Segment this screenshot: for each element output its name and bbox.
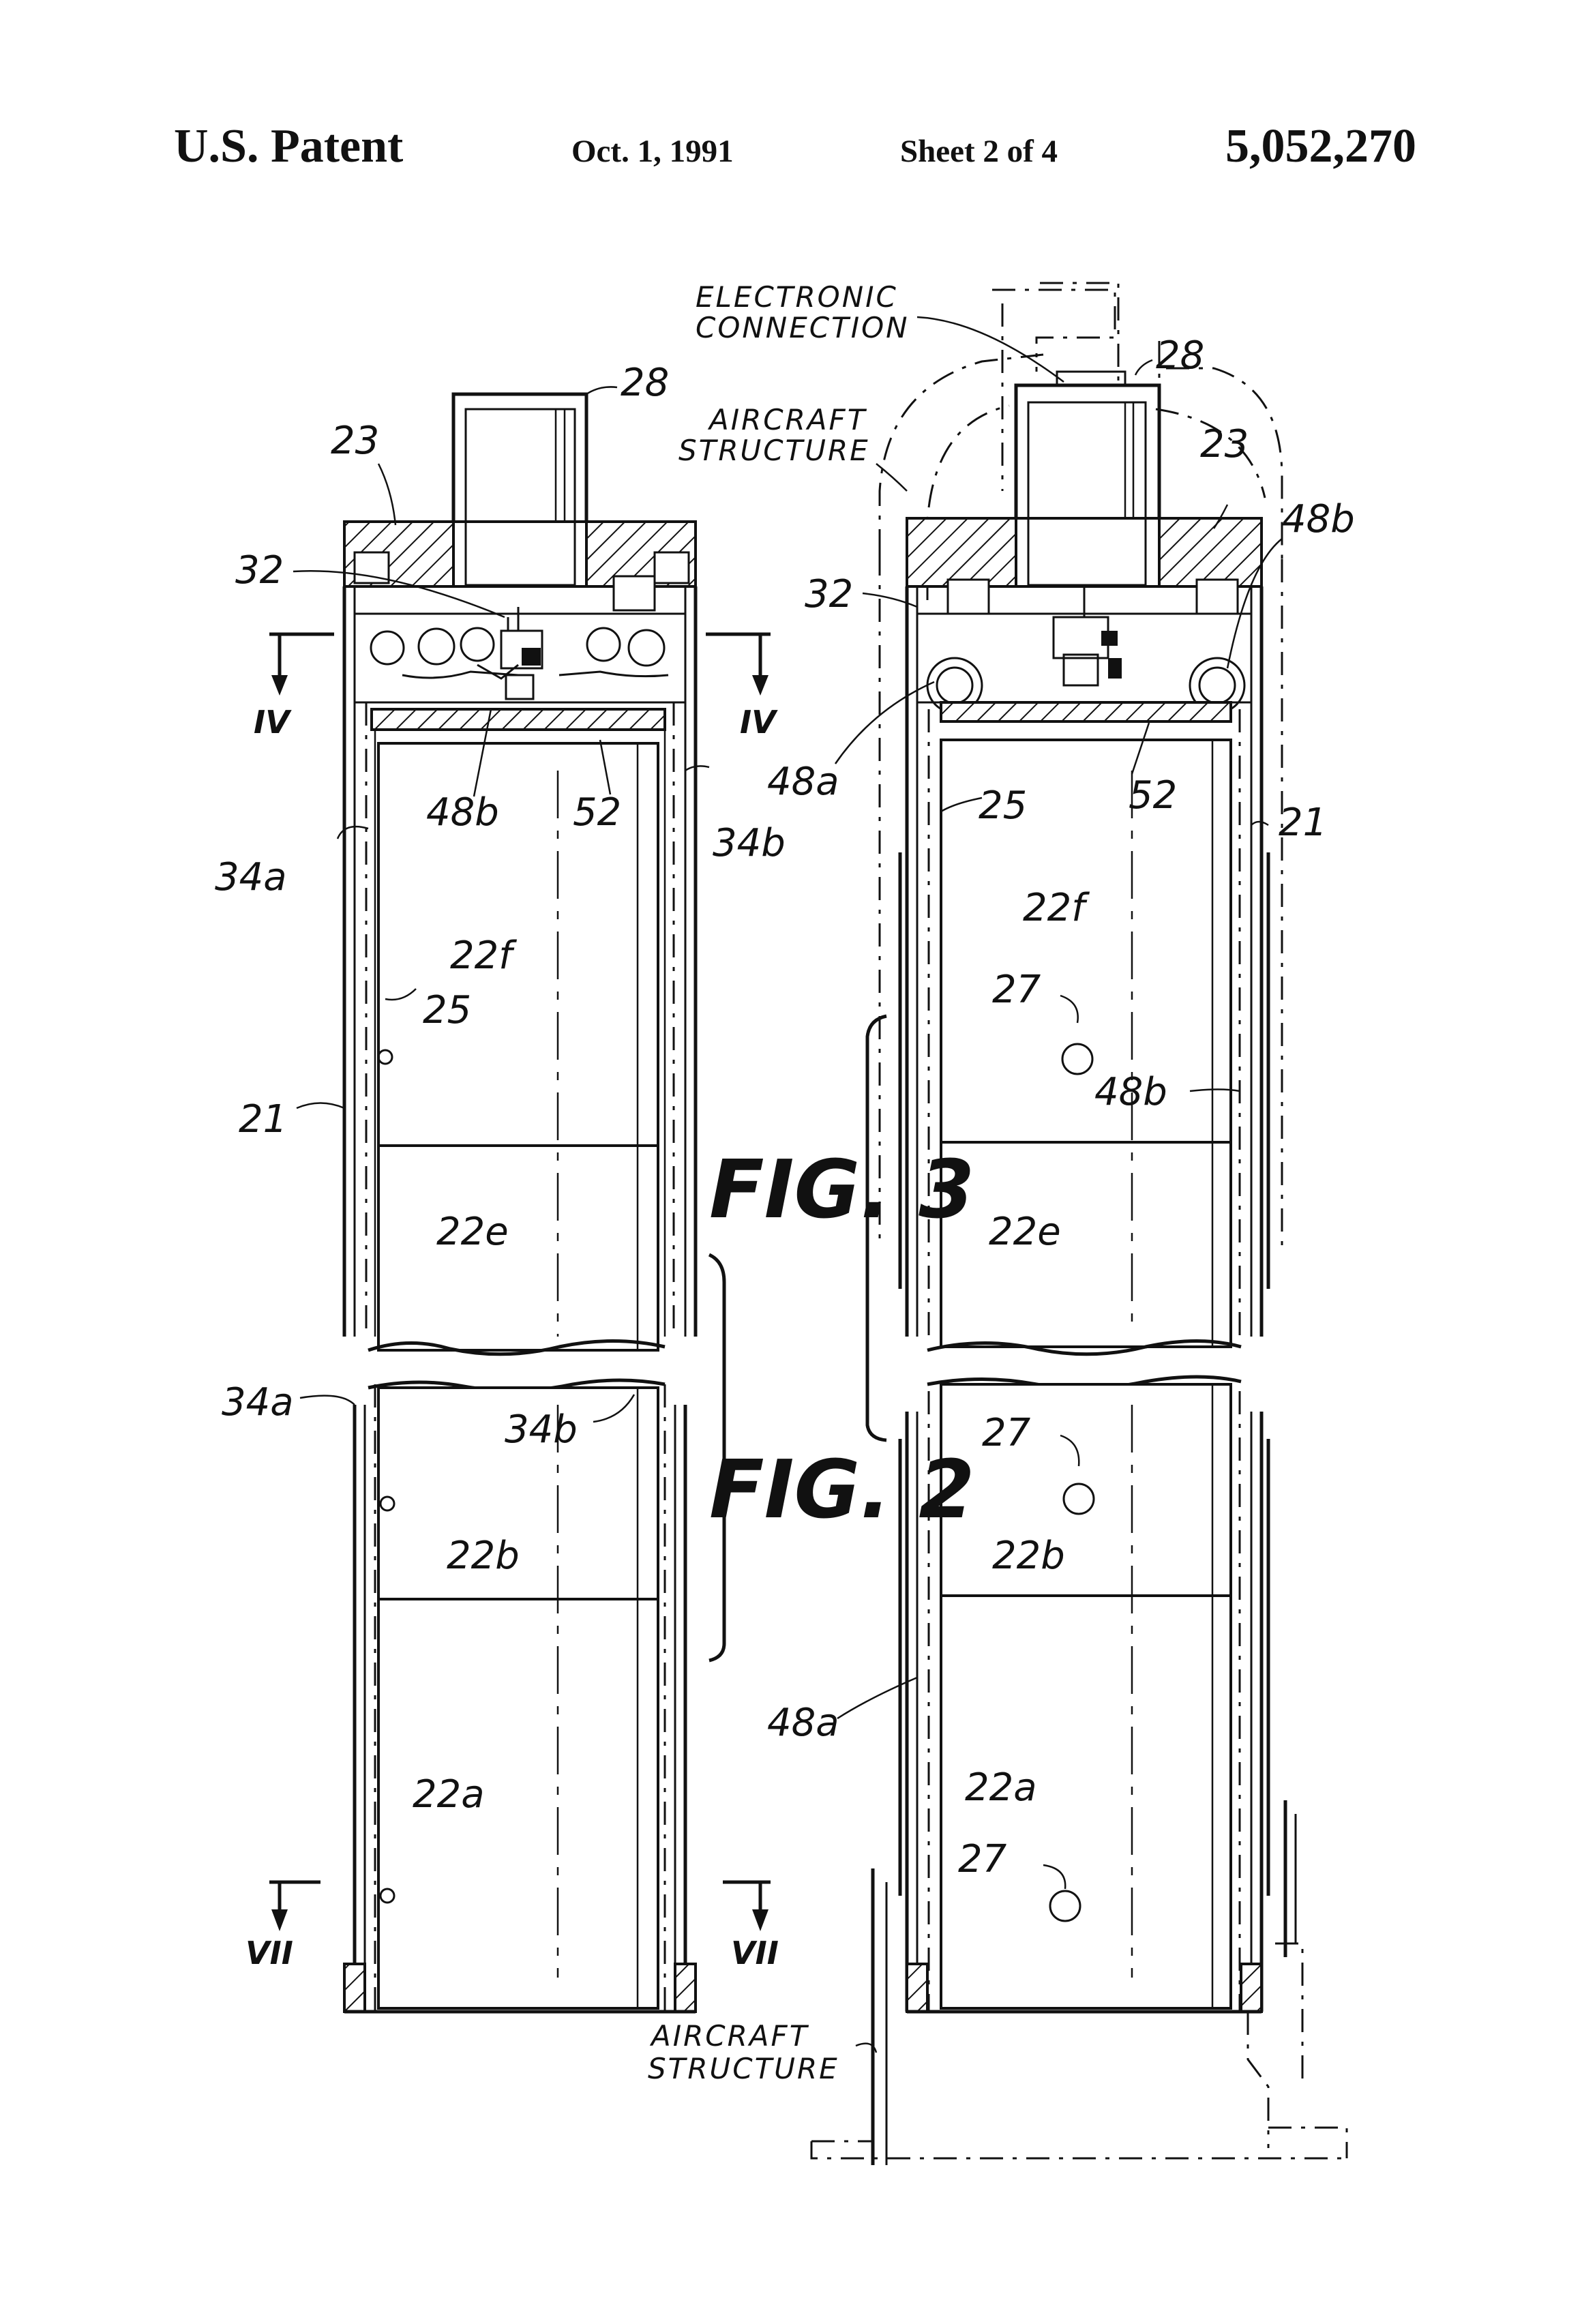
right-label-48a-top: 48a xyxy=(767,760,839,804)
left-cell-22e xyxy=(378,1146,658,1350)
right-label-52: 52 xyxy=(1129,773,1177,818)
left-label-34b-bottom: 34b xyxy=(505,1407,578,1452)
right-label-22b: 22b xyxy=(992,1534,1065,1578)
right-label-48a-bottom: 48a xyxy=(767,1701,839,1745)
right-label-27-mid: 27 xyxy=(982,1411,1031,1455)
right-label-21: 21 xyxy=(1279,801,1327,845)
left-cell-stack-lower xyxy=(344,1384,696,2012)
right-label-32: 32 xyxy=(805,572,853,616)
right-label-23: 23 xyxy=(1200,422,1249,466)
caption-electronic: ELECTRONIC xyxy=(696,280,898,314)
left-label-22a: 22a xyxy=(413,1772,485,1817)
right-label-27-bottom: 27 xyxy=(958,1837,1007,1881)
left-label-21: 21 xyxy=(239,1097,287,1142)
left-insulator-52 xyxy=(372,709,665,730)
left-battery-assembly xyxy=(269,387,771,2012)
right-label-28: 28 xyxy=(1156,333,1204,378)
caption-aircraft-bottom: AIRCRAFT xyxy=(649,2019,809,2053)
section-mark-iv-right: IV xyxy=(740,704,778,741)
left-switch-mechanism-32 xyxy=(355,607,685,702)
left-label-22b: 22b xyxy=(447,1534,520,1578)
left-label-48b: 48b xyxy=(426,790,499,835)
left-label-22e: 22e xyxy=(436,1210,509,1254)
left-label-34a-bottom: 34a xyxy=(222,1380,294,1425)
left-label-34a-top: 34a xyxy=(215,855,287,899)
caption-structure-bottom: STRUCTURE xyxy=(648,2052,839,2085)
left-label-28: 28 xyxy=(621,361,669,405)
right-cell-22e xyxy=(941,1142,1231,1347)
right-insulator-52 xyxy=(941,702,1231,721)
left-end-cap-23 xyxy=(344,522,696,610)
left-label-34b-top: 34b xyxy=(713,821,786,865)
left-label-22f: 22f xyxy=(450,934,517,978)
right-cell-stack-upper xyxy=(941,740,1231,1347)
right-label-27-top: 27 xyxy=(992,968,1041,1012)
left-label-32: 32 xyxy=(235,548,284,593)
left-label-23: 23 xyxy=(331,419,379,463)
figure-3-label: FIG. 3 xyxy=(709,1142,974,1236)
section-mark-iv-left: IV xyxy=(254,704,292,741)
caption-aircraft-top: AIRCRAFT xyxy=(707,403,867,436)
right-label-48b-mid: 48b xyxy=(1094,1070,1167,1114)
caption-connection: CONNECTION xyxy=(696,311,910,344)
right-label-22a: 22a xyxy=(965,1766,1037,1810)
right-label-48b-top: 48b xyxy=(1282,497,1355,541)
left-label-52: 52 xyxy=(573,790,621,835)
figure-2-label: FIG. 2 xyxy=(709,1442,974,1536)
right-label-22e: 22e xyxy=(989,1210,1061,1254)
section-mark-vii-right: VII xyxy=(731,1935,779,1971)
caption-structure-top: STRUCTURE xyxy=(678,434,870,467)
right-label-25: 25 xyxy=(979,784,1027,828)
section-mark-vii-left: VII xyxy=(245,1935,293,1971)
left-label-25: 25 xyxy=(423,988,471,1032)
right-label-22f: 22f xyxy=(1023,886,1090,930)
